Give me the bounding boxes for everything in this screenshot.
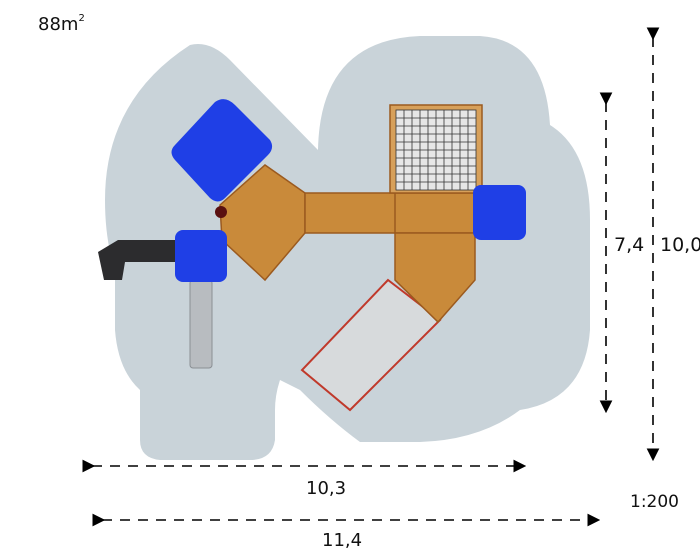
area-unit-superscript: 2 xyxy=(78,13,85,24)
area-label: 88m2 xyxy=(38,13,85,35)
post xyxy=(215,206,227,218)
inner-height-label: 7,4 xyxy=(614,234,645,256)
outer-height-label: 10,0 xyxy=(660,234,700,256)
area-value: 88m xyxy=(38,14,79,35)
scale-label: 1:200 xyxy=(630,492,679,512)
inner-width-label: 10,3 xyxy=(306,478,347,499)
roof-top-left xyxy=(171,99,273,202)
climbing-net xyxy=(395,109,477,191)
roof-right xyxy=(473,185,526,240)
tunnel xyxy=(98,240,180,280)
roofs xyxy=(171,99,526,282)
outer-width-label: 11,4 xyxy=(322,530,363,551)
roof-left xyxy=(175,230,227,282)
